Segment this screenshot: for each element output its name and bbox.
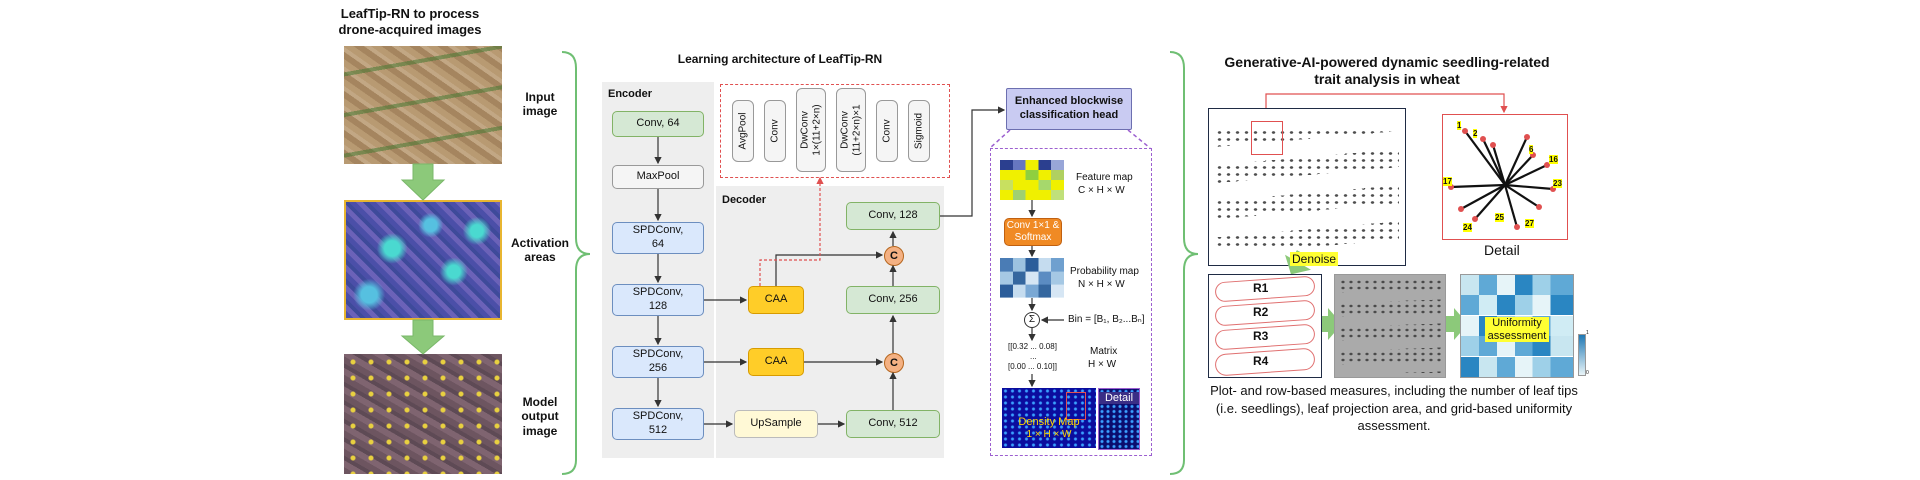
colorbar — [1578, 334, 1586, 376]
matrix-label: Matrix — [1090, 346, 1118, 357]
label-activation: Activation areas — [510, 236, 569, 265]
feature-map-dims: C × H × W — [1078, 185, 1125, 196]
caa-block-2: CAA — [748, 348, 804, 376]
plot-overview — [1208, 108, 1406, 266]
conv-softmax-box: Conv 1×1 & Softmax — [1004, 218, 1062, 246]
caa-conv-1: Conv — [764, 100, 786, 162]
right-title: Generative-AI-powered dynamic seedling-r… — [1224, 54, 1550, 87]
uniformity-label: Uniformity assessment — [1485, 317, 1549, 343]
down-arrow-2 — [400, 319, 446, 355]
caa-avgpool: AvgPool — [732, 100, 754, 162]
feature-map-grid — [1000, 160, 1064, 200]
caa-detail-box — [720, 84, 950, 178]
brace-left — [561, 51, 591, 475]
colorbar-top-label: 1 — [1586, 330, 1589, 336]
down-arrow-1 — [400, 163, 446, 201]
tip-label-1: 1 — [1457, 121, 1462, 130]
density-map: Density Map 1 × H × W — [1002, 388, 1096, 448]
tip-label-2: 2 — [1473, 129, 1478, 138]
bin-label: Bin = [B₁, B₂...Bₙ] — [1068, 314, 1145, 325]
sigma-node: Σ — [1024, 312, 1040, 328]
row-label-r3: R3 — [1253, 329, 1269, 343]
tip-label-24: 24 — [1463, 223, 1472, 232]
feature-map-label: Feature map — [1076, 172, 1133, 183]
caa-sigmoid: Sigmoid — [908, 100, 930, 162]
caa-dwconv-2: DwConv (11+2×n)×1 — [836, 88, 866, 172]
prob-map-label: Probability map — [1070, 266, 1139, 277]
density-detail-label: Detail — [1099, 392, 1139, 404]
dec-conv-128: Conv, 128 — [846, 202, 940, 230]
tip-label-16: 16 — [1549, 155, 1558, 164]
upsample-block: UpSample — [734, 410, 818, 438]
enc-maxpool: MaxPool — [612, 165, 704, 189]
matrix-row-1: [[0.32 ... 0.08] — [1008, 342, 1057, 351]
head-title: Enhanced blockwise classification head — [1006, 88, 1132, 130]
density-detail: Detail — [1098, 388, 1140, 450]
concat-node-1: C — [884, 246, 904, 266]
probability-map-grid — [1000, 258, 1064, 298]
row-label-r2: R2 — [1253, 305, 1269, 319]
grid-panel — [1334, 274, 1446, 378]
density-detail-marker — [1066, 392, 1086, 420]
arrow-to-heatmap — [1442, 308, 1468, 340]
dec-conv-256: Conv, 256 — [846, 286, 940, 314]
tip-label-23: 23 — [1553, 179, 1562, 188]
matrix-dims: H × W — [1088, 359, 1117, 370]
enc-spdconv-256: SPDConv, 256 — [612, 346, 704, 378]
brace-right — [1169, 51, 1199, 475]
head-detail-box — [990, 148, 1152, 456]
enc-conv-64: Conv, 64 — [612, 111, 704, 137]
activation-image — [344, 200, 502, 320]
matrix-row-3: [0.00 ... 0.10]] — [1008, 362, 1057, 371]
tip-label-17: 17 — [1443, 177, 1452, 186]
plot-detail: 1 2 6 16 17 23 24 25 27 — [1442, 114, 1568, 240]
row-label-r4: R4 — [1253, 354, 1269, 368]
output-image — [344, 354, 502, 474]
caa-conv-2: Conv — [876, 100, 898, 162]
tip-label-25: 25 — [1495, 213, 1504, 222]
architecture-title: Learning architecture of LeafTip-RN — [677, 52, 883, 66]
denoise-label: Denoise — [1290, 252, 1339, 266]
colorbar-bottom-label: 0 — [1586, 370, 1589, 376]
matrix-row-2: ... — [1030, 352, 1037, 361]
uniformity-heatmap: Uniformity assessment — [1460, 274, 1574, 378]
left-title: LeafTip-RN to process drone-acquired ima… — [338, 6, 482, 37]
enc-spdconv-128: SPDConv, 128 — [612, 284, 704, 316]
decoder-label: Decoder — [722, 194, 767, 206]
label-input-image: Input image — [522, 90, 558, 119]
plot-rows-texture — [1215, 129, 1399, 249]
enc-spdconv-512: SPDConv, 512 — [612, 408, 704, 440]
caa-dwconv-1: DwConv 1×(11+2×n) — [796, 88, 826, 172]
dec-conv-512: Conv, 512 — [846, 410, 940, 438]
right-caption: Plot- and row-based measures, including … — [1210, 383, 1578, 434]
row-panel: R1 R2 R3 R4 — [1208, 274, 1322, 378]
arrow-to-grid — [1316, 308, 1342, 340]
encoder-label: Encoder — [608, 88, 653, 100]
tip-label-6: 6 — [1529, 145, 1534, 154]
input-image — [344, 46, 502, 164]
label-output: Model output image — [521, 395, 559, 438]
enc-spdconv-64: SPDConv, 64 — [612, 222, 704, 254]
prob-map-dims: N × H × W — [1078, 279, 1125, 290]
row-label-r1: R1 — [1253, 281, 1269, 295]
plot-zoom-marker — [1251, 121, 1283, 155]
tip-label-27: 27 — [1525, 219, 1534, 228]
grid-plants — [1339, 279, 1441, 373]
density-map-label: Density Map — [1018, 416, 1080, 428]
leaf-tip-detail — [1448, 128, 1556, 230]
plot-detail-label: Detail — [1484, 242, 1520, 258]
caa-block-1: CAA — [748, 286, 804, 314]
density-map-dims: 1 × H × W — [1026, 429, 1072, 440]
seedling-rows — [344, 46, 502, 164]
